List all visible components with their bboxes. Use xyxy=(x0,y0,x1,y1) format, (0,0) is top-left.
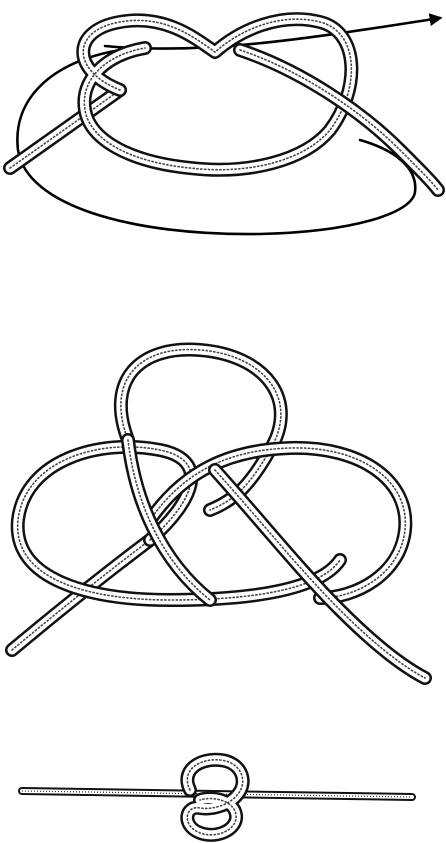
step-2-figure xyxy=(12,350,425,678)
step-2-top-loop xyxy=(121,350,281,510)
step-3-tied-knot xyxy=(187,760,242,835)
step-1-figure xyxy=(10,18,440,234)
step-3-figure xyxy=(22,760,412,835)
step-1-loop xyxy=(83,19,351,170)
